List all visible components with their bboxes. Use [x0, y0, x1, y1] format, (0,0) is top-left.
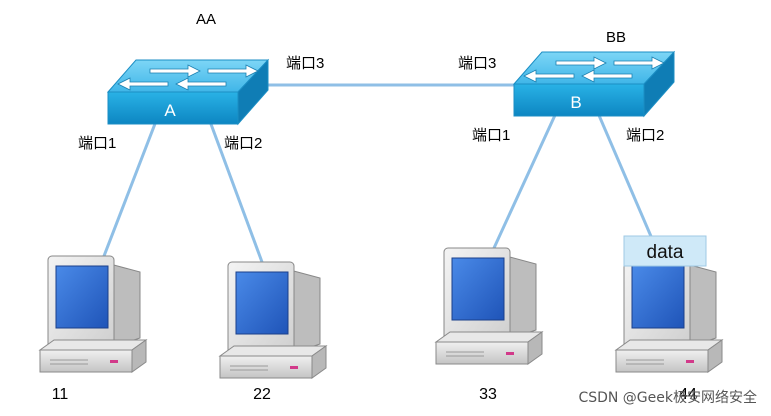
a-port3-label: 端口3: [286, 55, 324, 72]
pc-44-label: 44: [679, 386, 697, 403]
b-port3-label: 端口3: [458, 55, 496, 72]
watermark: CSDN @Geek极安网络安全: [578, 389, 757, 406]
link-b-pc44: [596, 112, 658, 249]
switch-b[interactable]: B: [513, 51, 675, 117]
pc-22-label: 22: [253, 386, 271, 403]
data-tag: data: [623, 235, 707, 267]
link-b-pc33: [492, 112, 558, 249]
computer-11[interactable]: [39, 255, 147, 373]
computer-22[interactable]: [219, 261, 327, 379]
link-a-pc11: [102, 115, 160, 257]
switch-a[interactable]: A: [107, 59, 269, 125]
computer-33[interactable]: [435, 247, 543, 365]
link-a-pc22: [206, 115, 264, 263]
switch-b-letter: B: [570, 93, 581, 112]
pc-11-label: 11: [52, 386, 69, 403]
data-tag-text: data: [647, 242, 684, 263]
switch-a-letter: A: [164, 101, 176, 120]
a-port1-label: 端口1: [78, 135, 116, 152]
computer-44[interactable]: [615, 255, 723, 373]
switch-a-name: AA: [196, 11, 216, 28]
a-port2-label: 端口2: [224, 135, 262, 152]
b-port2-label: 端口2: [626, 127, 664, 144]
switch-b-name: BB: [606, 29, 626, 46]
pc-33-label: 33: [479, 386, 497, 403]
b-port1-label: 端口1: [472, 127, 510, 144]
